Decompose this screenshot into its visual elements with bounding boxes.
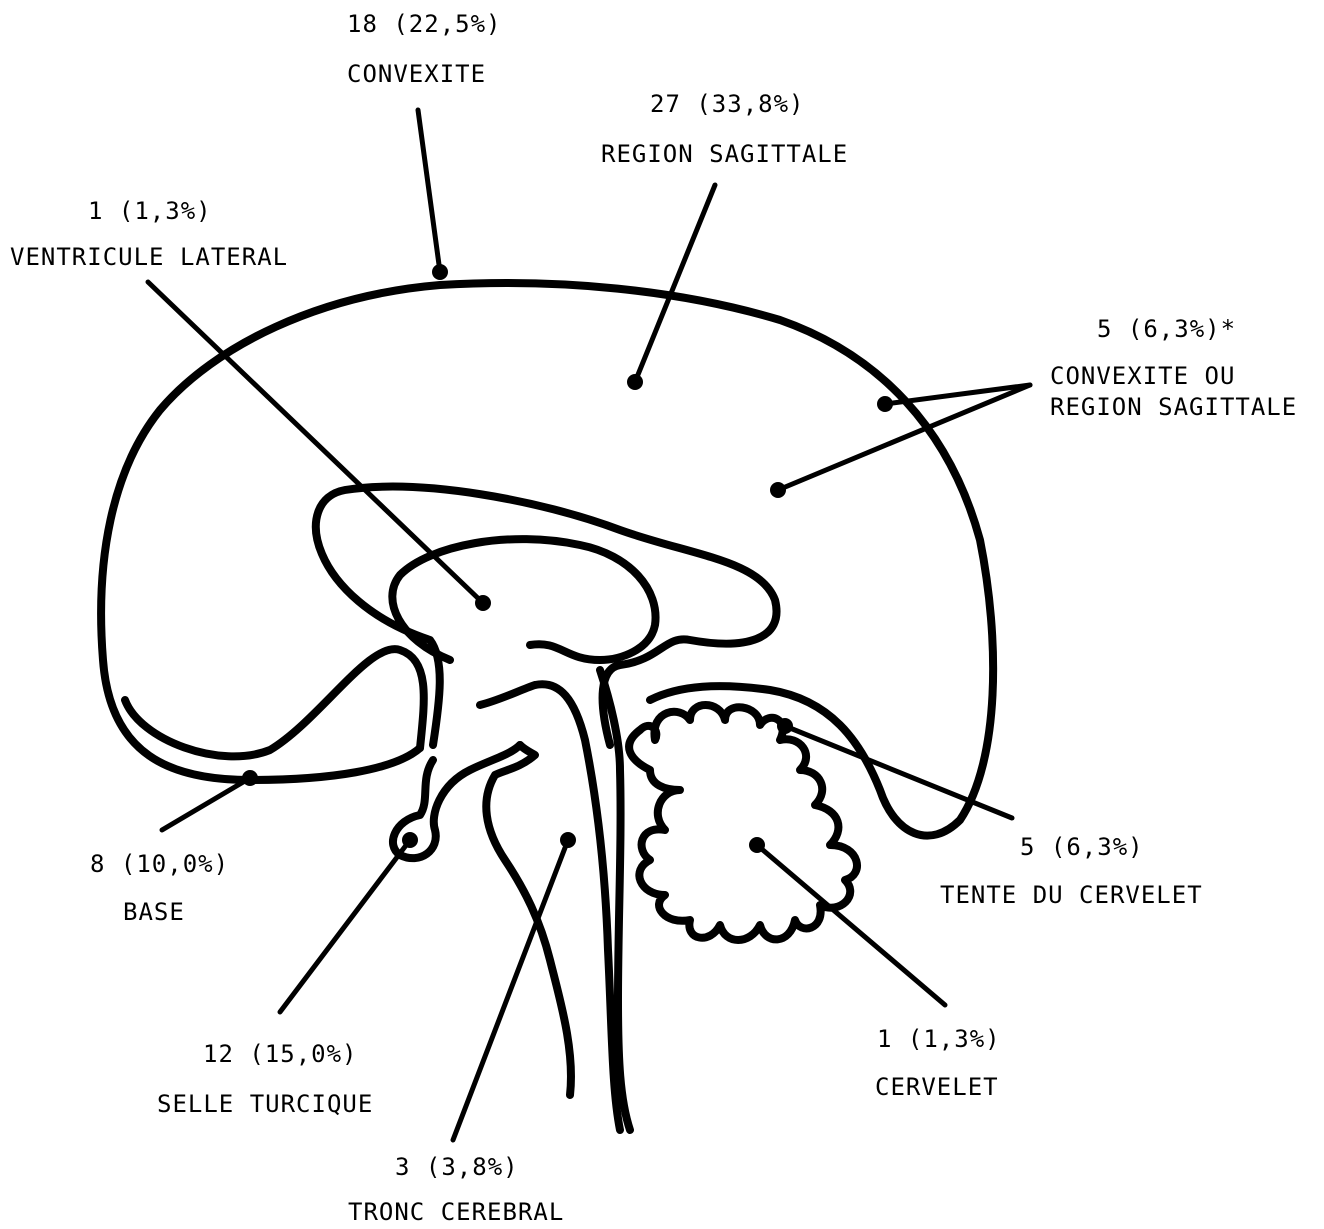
label-convexite-ou-sagittale-name-1: CONVEXITE OU: [1050, 362, 1235, 390]
brainstem-left: [535, 684, 620, 1130]
label-tente-du-cervelet-count: 5 (6,3%): [1020, 833, 1144, 861]
label-cervelet-name: CERVELET: [875, 1073, 999, 1101]
label-convexite-ou-sagittale-name-2: REGION SAGITTALE: [1050, 393, 1297, 421]
label-tronc-cerebral-count: 3 (3,8%): [395, 1153, 519, 1181]
label-tronc-cerebral-name: TRONC CEREBRAL: [348, 1198, 564, 1226]
label-selle-turcique-count: 12 (15,0%): [203, 1040, 358, 1068]
marker-base: [242, 770, 258, 786]
marker-cervelet: [749, 837, 765, 853]
leader-convexite: [418, 110, 440, 272]
label-ventricule-lateral-count: 1 (1,3%): [88, 197, 212, 225]
leader-cervelet: [757, 845, 945, 1005]
leader-base: [162, 778, 250, 830]
marker-tronc-cerebral: [560, 832, 576, 848]
label-region-sagittale-name: REGION SAGITTALE: [601, 140, 848, 168]
label-ventricule-lateral-name: VENTRICULE LATERAL: [10, 243, 288, 271]
midbrain-top: [480, 685, 535, 705]
cerebrum-inner-fold: [125, 649, 424, 756]
label-base-name: BASE: [123, 898, 185, 926]
marker-region-sagittale: [627, 374, 643, 390]
marker-convexite: [432, 264, 448, 280]
label-tente-du-cervelet-name: TENTE DU CERVELET: [940, 881, 1203, 909]
label-convexite-count: 18 (22,5%): [347, 10, 502, 38]
marker-convexite-ou-sagittale-b: [770, 482, 786, 498]
label-region-sagittale-count: 27 (33,8%): [650, 90, 805, 118]
marker-convexite-ou-sagittale-a: [877, 396, 893, 412]
marker-ventricule-lateral: [475, 595, 491, 611]
label-cervelet-count: 1 (1,3%): [877, 1025, 1001, 1053]
label-base-count: 8 (10,0%): [90, 850, 229, 878]
label-convexite-ou-sagittale-count: 5 (6,3%)*: [1097, 315, 1236, 343]
marker-tente-du-cervelet: [777, 718, 793, 734]
leader-tronc-cerebral: [453, 840, 568, 1140]
label-convexite-name: CONVEXITE: [347, 60, 486, 88]
leader-selle-turcique: [280, 840, 410, 1012]
infundibulum: [486, 745, 571, 1095]
leader-ventricule-lateral: [148, 282, 483, 603]
marker-selle-turcique: [402, 832, 418, 848]
label-selle-turcique-name: SELLE TURCIQUE: [157, 1090, 373, 1118]
leader-region-sagittale: [635, 185, 715, 382]
